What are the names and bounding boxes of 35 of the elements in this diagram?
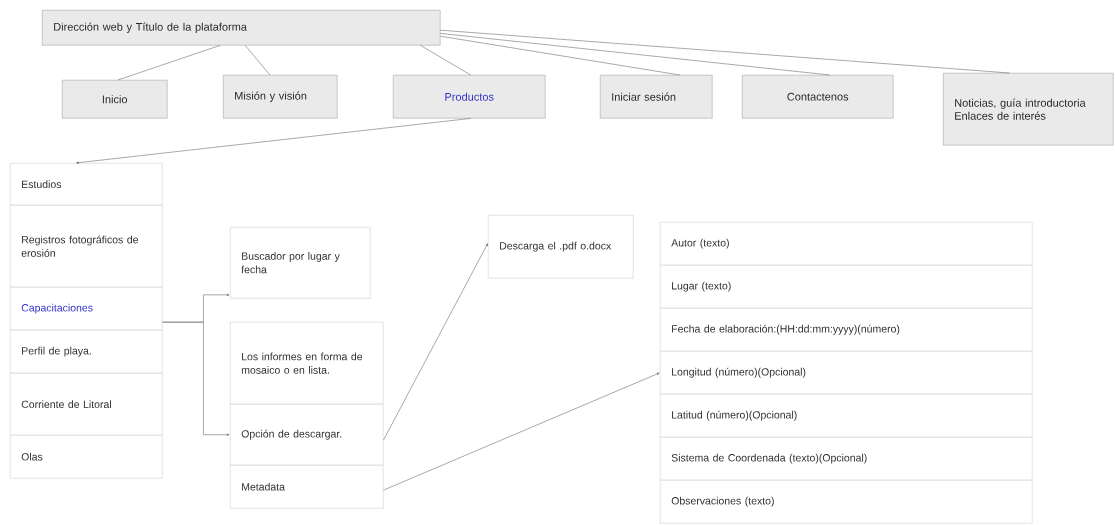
list-item: Perfil de playa.: [10, 330, 163, 374]
arrow: [383, 372, 660, 491]
connector-line: [117, 45, 221, 81]
list-item: Estudios: [10, 163, 163, 206]
connector-line: [440, 29, 1010, 74]
list-item: Olas: [10, 435, 163, 479]
title-box: Dirección web y Título de la plataforma: [42, 10, 441, 46]
process-box: Buscador por lugar y fecha: [230, 227, 371, 299]
list-item: Registros fotográficos de erosión: [10, 205, 163, 288]
arrow: [76, 118, 472, 164]
field-row: Fecha de elaboración:(HH:dd:mm:yyyy)(número): [660, 308, 1033, 352]
connector-line: [440, 33, 831, 76]
field-row: Lugar (texto): [660, 265, 1033, 309]
menu-box: Inicio: [62, 80, 168, 119]
list-item: Metadata: [230, 465, 384, 509]
menu-box: Contactenos: [742, 75, 894, 119]
list-item: Opción de descargar.: [230, 404, 384, 466]
field-row: Sistema de Coordenada (texto)(Opcional): [660, 437, 1033, 481]
menu-box: Productos: [393, 75, 546, 119]
list-item: Corriente de Litoral: [10, 373, 163, 436]
connector-line: [440, 35, 681, 76]
field-row: Autor (texto): [660, 222, 1033, 266]
list-item: Los informes en forma de mosaico o en lista.: [230, 322, 384, 405]
field-row: Observaciones (texto): [660, 480, 1033, 524]
field-row: Latitud (número)(Opcional): [660, 394, 1033, 438]
menu-box: Noticias, guía introductoria Enlaces de interés: [943, 73, 1114, 146]
menu-box: Iniciar sesión: [600, 75, 713, 119]
field-row: Longitud (número)(Opcional): [660, 351, 1033, 395]
menu-box: Misión y visión: [223, 75, 338, 119]
arrow: [383, 243, 488, 441]
connector-line: [420, 45, 472, 76]
connector-line: [244, 45, 271, 76]
list-item: Capacitaciones: [10, 287, 163, 331]
arrow: [162, 321, 230, 436]
process-box: Descarga el .pdf o.docx: [488, 215, 634, 279]
